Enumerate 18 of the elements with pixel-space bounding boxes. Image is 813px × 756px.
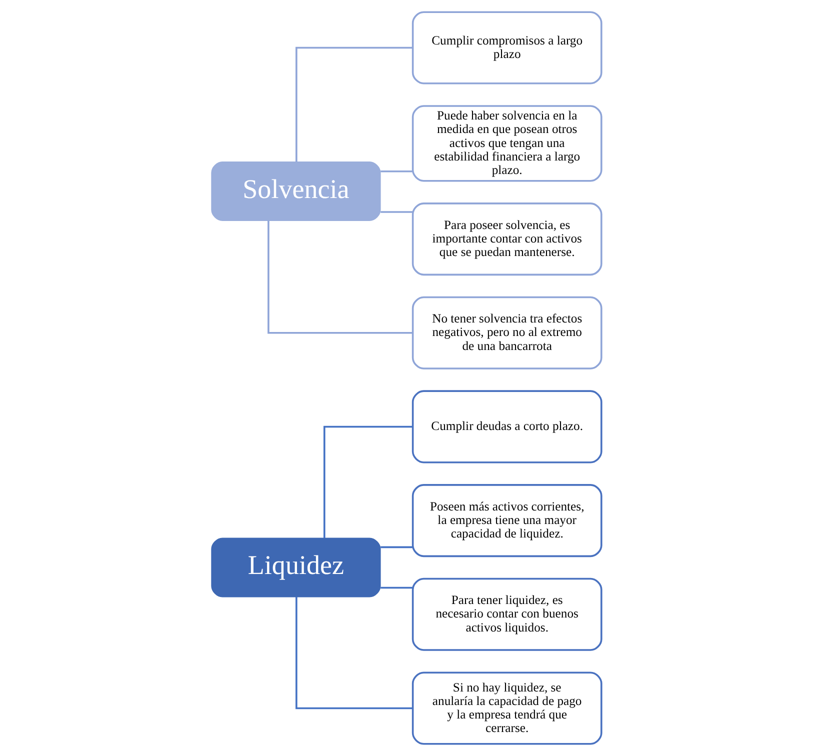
node-box: Liquidez	[211, 538, 381, 598]
node-box: Para tener liquidez, es necesario contar con buenos activos liquidos.	[412, 578, 602, 651]
node-box: Si no hay liquidez, se anularía la capacidad de pago y la empresa tendrá que cerrarse.	[412, 672, 602, 745]
connector	[380, 546, 413, 548]
connector	[380, 586, 413, 589]
node-box: Puede haber solvencia en la medida en que posean otros activos que tengan una estabilidad financiera a largo plazo.	[412, 105, 602, 182]
connector	[296, 596, 413, 710]
node-box: Solvencia	[211, 161, 381, 221]
node-box: Cumplir compromisos a largo plazo	[412, 11, 602, 84]
node-box: Para poseer solvencia, es importante contar con activos que se puedan mantenerse.	[412, 202, 602, 276]
connector	[380, 170, 413, 172]
node-box: Cumplir deudas a corto plazo.	[412, 390, 602, 464]
node-box: Poseen más activos corrientes, la empresa tiene una mayor capacidad de liquidez.	[412, 484, 602, 558]
connector	[380, 211, 413, 213]
connector	[296, 46, 413, 162]
node-box: No tener solvencia tra efectos negativos, pero no al extremo de una bancarrota	[412, 296, 602, 370]
connector	[324, 426, 413, 538]
connector	[268, 220, 413, 334]
